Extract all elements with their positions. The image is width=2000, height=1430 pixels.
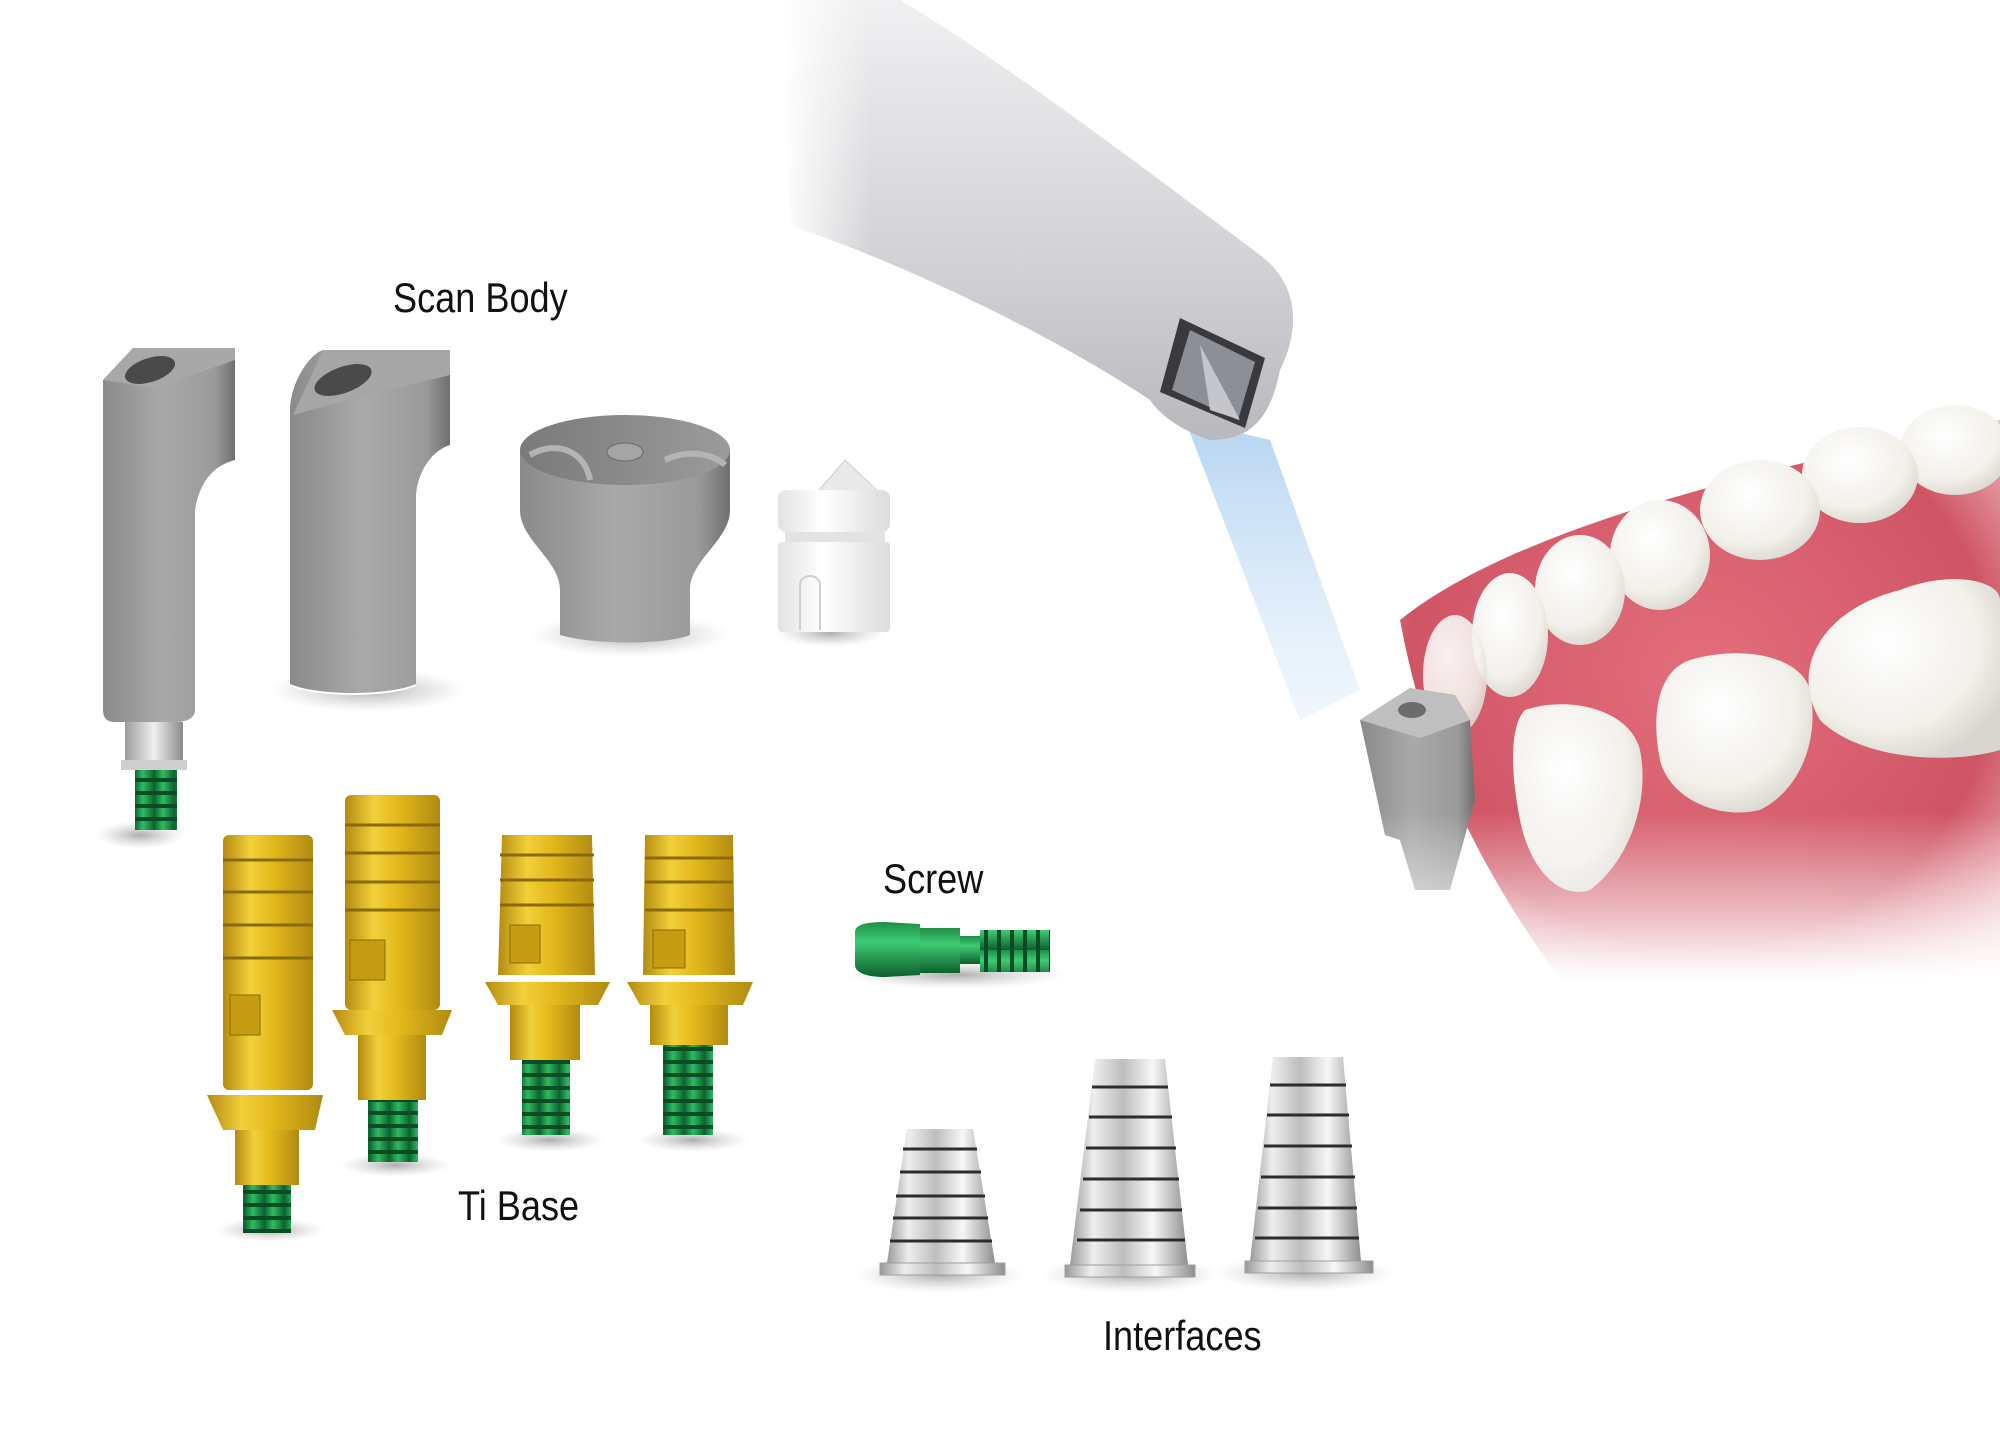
screw-access-hole xyxy=(314,364,372,396)
scanner-light-beam xyxy=(1185,420,1360,720)
scan-body-wide-angled xyxy=(268,350,468,712)
scan-body-label: Scan Body xyxy=(393,274,568,321)
interface-tall-2 xyxy=(1215,1057,1395,1291)
screw xyxy=(845,922,1065,989)
ti-base-3 xyxy=(485,835,610,1152)
scan-body-white-cap xyxy=(775,459,890,647)
ti-base-2 xyxy=(332,795,452,1177)
jaw-illustration xyxy=(1340,405,2000,980)
ti-base-4 xyxy=(627,835,753,1152)
screw-access-hole xyxy=(124,356,176,384)
scanner-wand xyxy=(780,0,1294,440)
center-hole xyxy=(606,442,644,462)
interfaces-label: Interfaces xyxy=(1103,1312,1262,1359)
screw-label: Screw xyxy=(883,855,984,902)
ti-base-1 xyxy=(207,835,325,1242)
scan-body-mushroom xyxy=(520,415,730,657)
interface-short xyxy=(855,1129,1025,1293)
interface-tall-1 xyxy=(1040,1059,1220,1293)
scan-body-tall-angled xyxy=(95,348,235,849)
ti-base-label: Ti Base xyxy=(458,1182,580,1229)
